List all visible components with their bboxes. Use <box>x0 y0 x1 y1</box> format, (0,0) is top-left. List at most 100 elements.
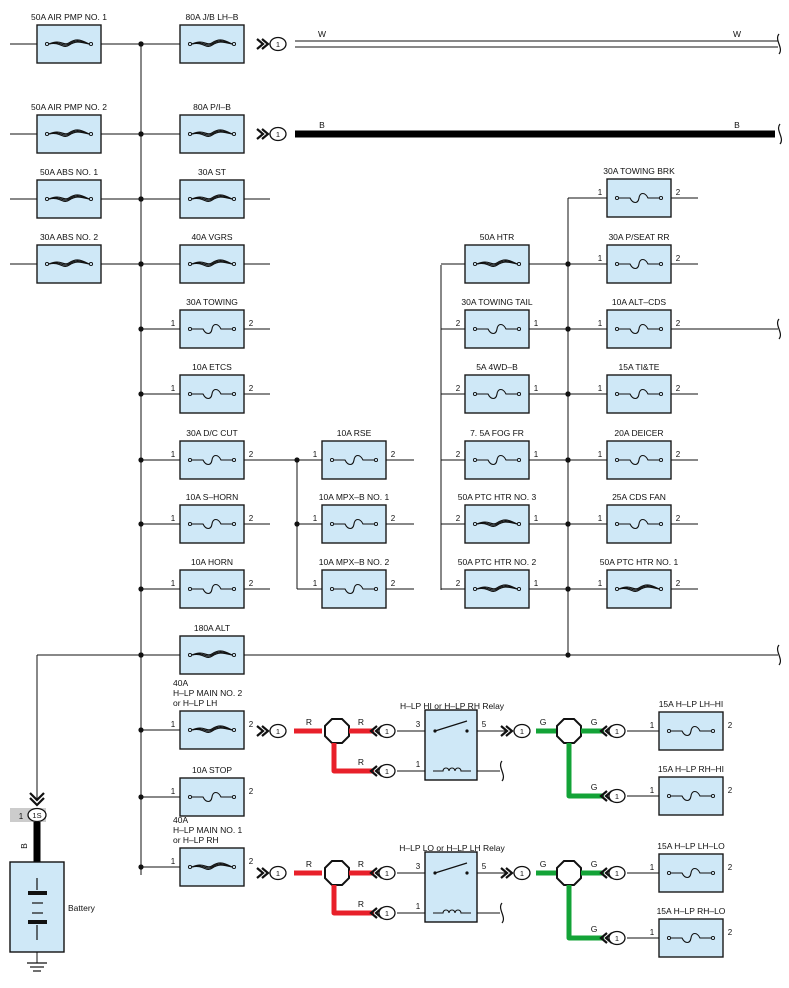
pin-number: 2 <box>391 450 396 459</box>
fuse-label: 30A TOWING BRK <box>603 166 675 176</box>
fuse-element <box>192 323 232 335</box>
fuse-terminal <box>187 196 193 202</box>
wire-color-label: B <box>734 120 740 130</box>
wire-green <box>566 743 604 799</box>
fuse-f-jb <box>179 24 245 64</box>
fuse-terminal <box>187 864 193 870</box>
fuse-terminal <box>614 391 620 397</box>
connector-chevron <box>505 725 514 737</box>
fuse-terminal <box>44 41 50 47</box>
wire-red <box>331 743 374 774</box>
relay-label: H–LP LO or H–LP LH Relay <box>399 843 505 853</box>
fuse-link-strand <box>191 41 233 48</box>
fuse-link-strand <box>476 519 518 525</box>
pin-number: 2 <box>676 188 681 197</box>
connector <box>599 723 626 739</box>
pin-number: 2 <box>676 579 681 588</box>
fuse-element <box>477 323 517 335</box>
connector-chevron <box>256 867 265 879</box>
fuse-terminal <box>44 131 50 137</box>
fuse-f-pib <box>179 114 245 154</box>
fuse-link-strand <box>191 260 233 266</box>
fuse-body <box>606 569 672 609</box>
junction-dot <box>138 41 144 47</box>
fuse-element <box>671 790 711 802</box>
fuse-f-altcds <box>606 309 672 349</box>
fuse-link-strand <box>48 130 90 136</box>
fuse-link-strand <box>48 196 90 203</box>
pin-number: 1 <box>534 450 539 459</box>
wire-break <box>776 33 782 55</box>
fuse-f-ptc1 <box>606 569 672 609</box>
fuse-terminal <box>472 457 478 463</box>
wire-color-label: B <box>319 120 325 130</box>
fuse-label: 50A ABS NO. 1 <box>40 167 98 177</box>
connector <box>599 930 626 946</box>
pin-number: 1 <box>171 384 176 393</box>
fuse-terminal <box>472 261 478 267</box>
fuse-element <box>671 725 711 737</box>
relay-pin: 1 <box>416 902 421 911</box>
pin-number: 1 <box>650 928 655 937</box>
junction-dot <box>138 457 144 463</box>
fuse-terminal <box>231 652 237 658</box>
fuse-element <box>192 454 232 466</box>
junction-dot <box>565 586 571 592</box>
wire-color-label: W <box>733 29 741 39</box>
fuse-terminal <box>658 586 664 592</box>
pin-number: 1 <box>598 319 603 328</box>
fuse-label: 10A MPX–B NO. 1 <box>319 492 390 502</box>
fuse-f-hlpmain2 <box>179 710 245 750</box>
fuse-element <box>334 454 374 466</box>
relay-contact <box>465 871 469 875</box>
fuse-body <box>179 504 245 544</box>
wire-color-label: R <box>358 757 364 767</box>
wire-green <box>566 885 604 941</box>
fuse-terminal <box>614 521 620 527</box>
fuse-label: 50A HTR <box>480 232 515 242</box>
fuse-terminal <box>231 586 237 592</box>
connector-chevron <box>500 725 509 737</box>
fuse-f-towing <box>179 309 245 349</box>
pin-number: 2 <box>728 721 733 730</box>
fuse-terminal <box>231 457 237 463</box>
fuse-link-strand <box>48 259 90 265</box>
fuse-f-rhhi <box>658 776 724 816</box>
connector-pin-number: 1 <box>276 40 280 49</box>
fuse-f-etcs <box>179 374 245 414</box>
junction-dot <box>138 727 144 733</box>
relay-pin: 3 <box>416 862 421 871</box>
pin-number: 1 <box>598 254 603 263</box>
fuse-link-strand <box>191 727 233 734</box>
fuse-label: 20A DEICER <box>614 428 663 438</box>
junction-dot <box>565 391 571 397</box>
fuse-terminal <box>710 728 716 734</box>
connector-pin-number: 1 <box>385 727 389 736</box>
fuse-label: 80A P/I–B <box>193 102 231 112</box>
pin-number: 2 <box>676 319 681 328</box>
pin-number: 2 <box>391 579 396 588</box>
fuse-element <box>671 932 711 944</box>
fuse-terminal <box>658 261 664 267</box>
fuse-link-strand <box>48 194 90 200</box>
fuse-terminal <box>658 521 664 527</box>
junction-dot <box>565 326 571 332</box>
fuse-terminal <box>187 521 193 527</box>
splice-junction <box>556 718 582 744</box>
fuse-label: 15A TI&TE <box>619 362 660 372</box>
fuse-element <box>619 388 659 400</box>
fuse-link-strand <box>476 260 518 266</box>
fuse-element <box>619 258 659 270</box>
fuse-link-strand <box>618 586 660 593</box>
fuse-terminal <box>710 793 716 799</box>
fuse-f-4wd <box>464 374 530 414</box>
fuse-label: 180A ALT <box>194 623 230 633</box>
connector-pin-number: 1 <box>615 727 619 736</box>
fuse-label: 30A ABS NO. 2 <box>40 232 98 242</box>
pin-number: 1 <box>598 450 603 459</box>
fuse-element <box>192 583 232 595</box>
fuse-terminal <box>231 794 237 800</box>
fuse-link-strand <box>476 586 518 593</box>
fuse-terminal <box>373 457 379 463</box>
